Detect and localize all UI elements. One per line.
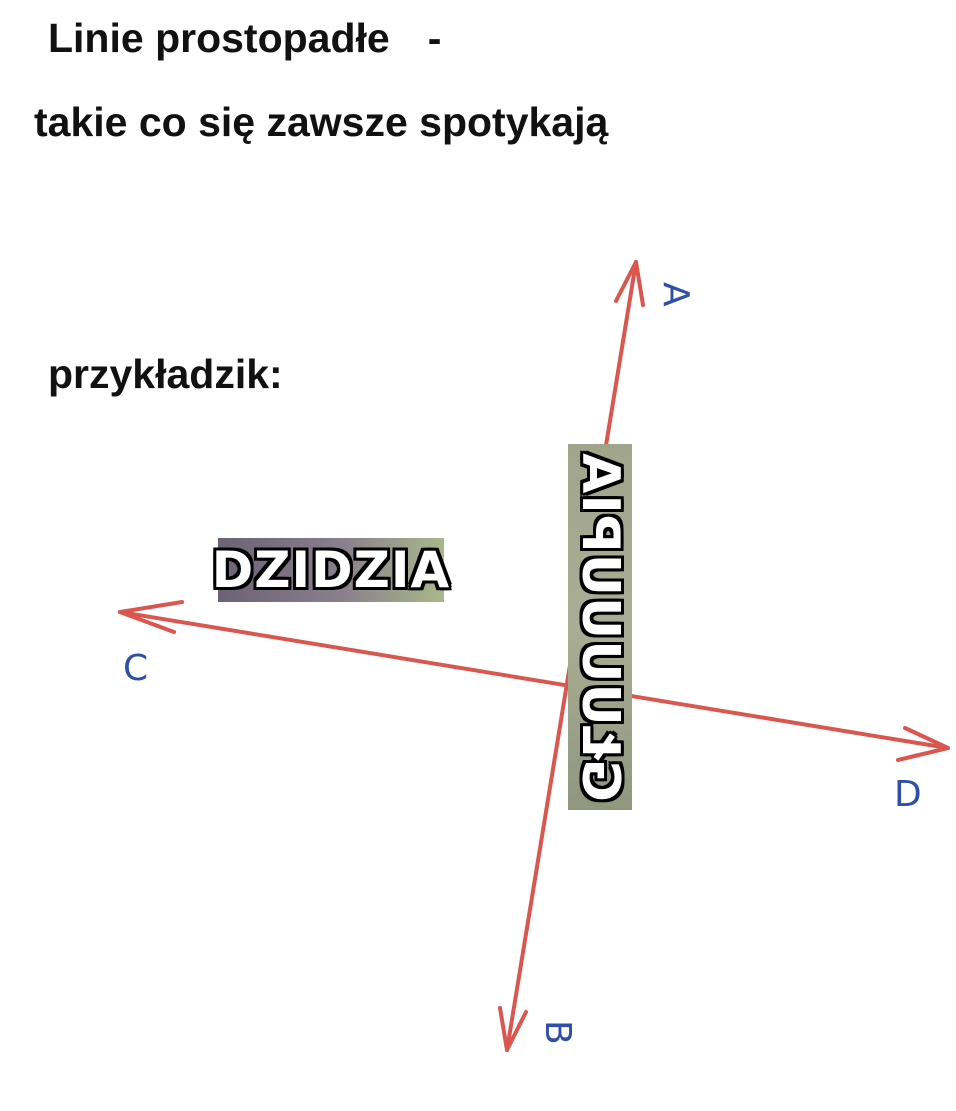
arrowhead-b <box>498 1006 528 1052</box>
caption-dzidzia-text: DZIDZIA <box>211 541 451 599</box>
point-label-a: A <box>655 282 696 307</box>
caption-dzidzia: DZIDZIA <box>212 538 449 602</box>
caption-gluuuupia-text: GŁUUUUPIA <box>570 452 630 802</box>
title-dash: - <box>427 15 442 61</box>
lines-group <box>118 260 950 1052</box>
example-label: przykładzik: <box>48 351 283 397</box>
page-title: Linie prostopadłe <box>48 15 390 61</box>
title-row: Linie prostopadłe- <box>48 14 441 62</box>
definition-text: takie co się zawsze spotykają <box>34 99 609 145</box>
arrowhead-c <box>118 600 184 634</box>
point-label-d: D <box>894 774 922 815</box>
caption-gluuuupia: GŁUUUUPIA <box>568 444 632 810</box>
point-label-c: C <box>123 648 148 689</box>
line-cd <box>118 610 950 750</box>
arrowhead-a <box>614 260 645 307</box>
point-label-b: B <box>537 1020 578 1045</box>
arrowhead-d <box>896 726 950 762</box>
